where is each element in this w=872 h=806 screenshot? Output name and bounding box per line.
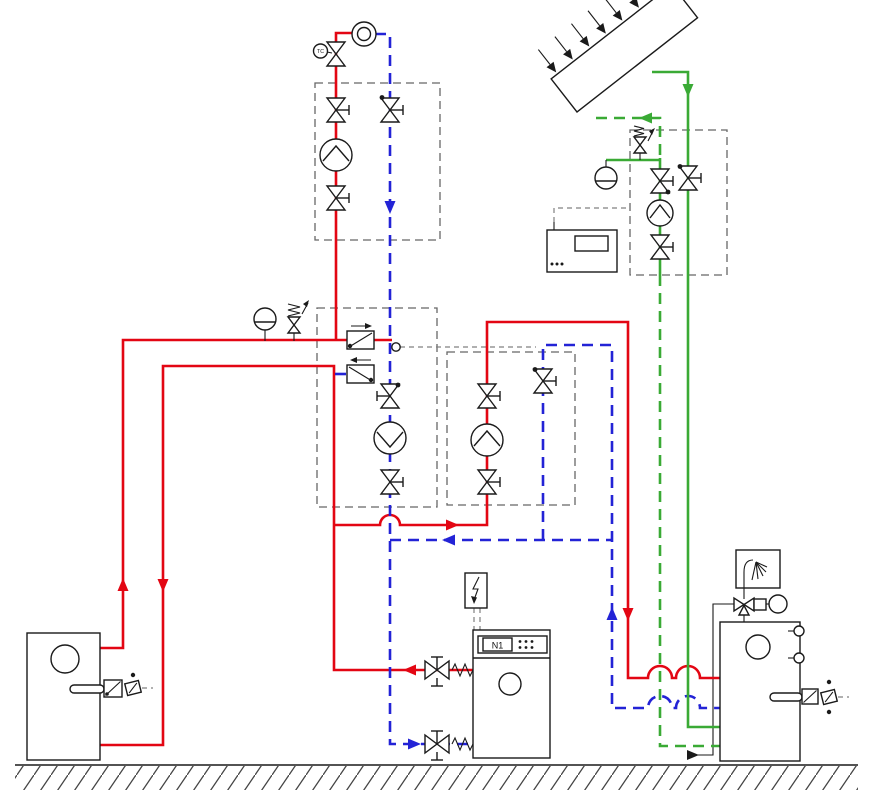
cylinder-flange [745,634,771,660]
dhw-cylinder [719,621,839,762]
immersion-heater-element [69,672,143,698]
shutoff-valve [650,234,674,260]
check-valve [532,367,557,394]
thermostatic-valve-tc: TC [312,41,346,67]
fill-drain-valve-return [424,730,450,761]
shower [735,549,781,589]
cold-water-line [687,603,734,760]
shutoff-valve [326,185,350,211]
pipe-solar-return-top [596,116,662,158]
shutoff-valve [380,469,404,495]
flow-arrow-down-dhw [622,608,634,621]
radiator-heating-circuit [351,21,377,47]
check-valve [650,168,674,195]
boiler-control-panel: N1 [477,635,548,654]
electric-heater-tank [26,632,143,761]
flow-arrow-right [446,519,459,531]
solar-station [594,125,702,260]
pump-group-2-boundary [446,351,576,506]
pipe-solar-return-bottom [658,275,720,748]
return-arrow-up-dhw [606,607,618,620]
shutoff-valve [477,383,501,409]
expansion-vessel [253,307,277,341]
flexible-connection-return [451,736,474,752]
cold-water-inlet-arrow [687,750,699,760]
thermometer-well [788,625,805,637]
solar-arrow-down [682,84,694,97]
thermometer-well [788,652,805,664]
solar-expansion-vessel [594,160,618,190]
return-arrow-right [408,738,421,750]
pump-group-1 [319,95,404,211]
solar-collector [537,0,699,113]
fill-drain-valve-supply [424,656,450,687]
flow-arrow-up [117,578,129,591]
solar-controller [546,222,618,273]
pipe-radiator-supply [334,31,352,340]
regulating-valve-supply [346,323,375,350]
safety-valve [286,300,309,341]
sun-irradiation-arrows [537,0,639,73]
ground [15,764,858,790]
tc-label: TC [317,49,324,55]
solar-safety-valve [632,125,655,160]
dhw-circulation-pump [768,594,788,614]
solar-controller-cable [553,207,630,222]
thermostatic-mixing-valve [733,588,788,622]
flexible-connection-supply [451,662,474,678]
check-valve [379,95,404,123]
burner [498,672,522,696]
charging-pump [470,423,504,457]
heating-pump [319,138,353,172]
pipe-tank-return [100,364,473,747]
mixing-assembly-boundary [316,307,438,508]
solar-pump [646,199,674,227]
mixing-temperature-sensor [391,342,401,352]
check-valve [677,164,702,191]
pipe-boiler-supply-to-dhw [334,320,720,680]
electric-power-supply [464,572,488,609]
regulating-valve-return [346,357,375,384]
immersion-heater-element [769,679,839,715]
dhw-charging-pump-group [470,367,557,495]
pipe-solar-supply [652,70,720,729]
pipe-tank-supply [100,338,392,650]
pump-group-1-boundary [314,82,441,241]
tank-door [50,644,80,674]
check-valve [376,382,401,409]
shutoff-valve [477,469,501,495]
shutoff-valve [326,97,350,123]
return-arrow-left [442,534,455,546]
return-pump [373,421,407,455]
controller-label: N1 [492,641,504,651]
flow-arrow-left [403,664,416,676]
flow-arrow-down [157,579,169,592]
gas-boiler: N1 [472,629,551,759]
solar-arrow-left [639,112,652,124]
solar-station-boundary [629,129,728,276]
return-arrow-down [384,201,396,214]
pipe-dhw-return [541,343,720,710]
